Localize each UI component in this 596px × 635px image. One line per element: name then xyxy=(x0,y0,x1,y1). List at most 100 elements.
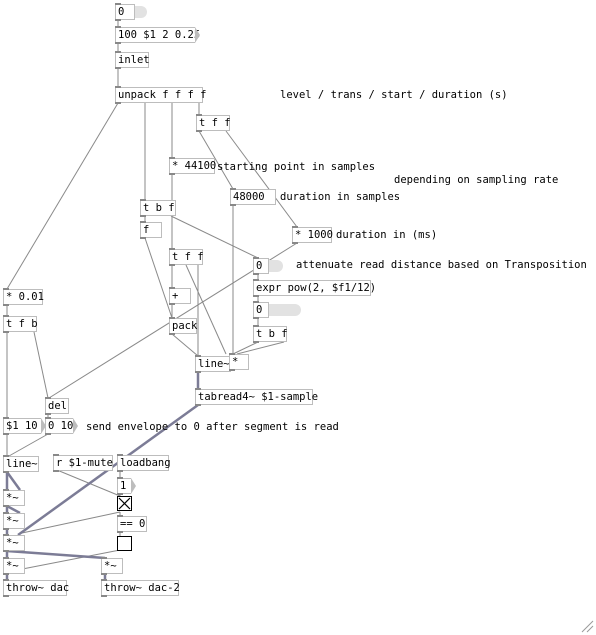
message-box-110[interactable]: $1 10 xyxy=(3,418,46,434)
outlet-port[interactable] xyxy=(229,369,235,371)
number-box-ratio[interactable]: 0 xyxy=(253,302,269,318)
outlet-port[interactable] xyxy=(53,470,59,472)
inlet-port[interactable] xyxy=(3,557,9,559)
object-t-f-b[interactable]: t f b xyxy=(3,316,38,332)
inlet-port[interactable] xyxy=(140,221,146,223)
object-expr[interactable]: expr pow(2, $f1/12) xyxy=(253,280,376,296)
outlet-port[interactable] xyxy=(3,528,9,530)
inlet-port[interactable] xyxy=(3,579,9,581)
inlet-port[interactable] xyxy=(3,489,9,491)
outlet-port[interactable] xyxy=(45,413,51,415)
inlet-port[interactable] xyxy=(169,317,175,319)
object-pack[interactable]: pack xyxy=(169,318,197,334)
inlet-port[interactable] xyxy=(115,86,121,88)
object-unpack[interactable]: unpack f f f f xyxy=(115,87,207,103)
inlet-port[interactable] xyxy=(253,325,259,327)
inlet-port[interactable] xyxy=(3,534,9,536)
outlet-port[interactable] xyxy=(117,531,123,533)
outlet-port[interactable] xyxy=(3,595,9,597)
object-eq-0[interactable]: == 0 xyxy=(117,516,147,532)
outlet-port[interactable] xyxy=(140,215,146,217)
outlet-port[interactable] xyxy=(253,317,259,319)
object-mul-001[interactable]: * 0.01 xyxy=(3,289,44,305)
inlet-port[interactable] xyxy=(229,353,235,355)
inlet-port[interactable] xyxy=(292,226,298,228)
object-t-b-f-2[interactable]: t b f xyxy=(253,326,288,342)
outlet-port[interactable] xyxy=(3,505,9,507)
object-mul-sig-b[interactable]: *~ xyxy=(3,513,25,529)
object-inlet[interactable]: inlet xyxy=(115,52,150,68)
outlet-port[interactable] xyxy=(115,102,121,104)
inlet-port[interactable] xyxy=(115,51,121,53)
outlet-port[interactable] xyxy=(169,264,175,266)
outlet-port[interactable] xyxy=(115,42,121,44)
inlet-port[interactable] xyxy=(3,512,9,514)
object-mul-sig-e[interactable]: *~ xyxy=(101,558,123,574)
message-box-100[interactable]: 100 $1 2 0.25 xyxy=(115,27,200,43)
object-r-mute[interactable]: r $1-mute xyxy=(53,455,113,471)
outlet-port[interactable] xyxy=(117,470,123,472)
inlet-port[interactable] xyxy=(117,454,123,456)
outlet-port[interactable] xyxy=(3,471,9,473)
bang-output[interactable] xyxy=(117,536,132,551)
object-plus[interactable]: + xyxy=(169,288,191,304)
inlet-port[interactable] xyxy=(169,287,175,289)
inlet-port[interactable] xyxy=(169,157,175,159)
object-mul-1000[interactable]: * 1000 xyxy=(292,227,333,243)
object-t-f-f-1[interactable]: t f f xyxy=(196,115,231,131)
inlet-port[interactable] xyxy=(230,188,236,190)
inlet-port[interactable] xyxy=(101,557,107,559)
outlet-port[interactable] xyxy=(253,341,259,343)
inlet-port[interactable] xyxy=(195,388,201,390)
outlet-port[interactable] xyxy=(45,433,51,435)
outlet-port[interactable] xyxy=(3,304,9,306)
object-line-sig[interactable]: line~ xyxy=(195,356,231,372)
inlet-port[interactable] xyxy=(253,301,259,303)
outlet-port[interactable] xyxy=(196,130,202,132)
outlet-port[interactable] xyxy=(253,273,259,275)
outlet-port[interactable] xyxy=(101,595,107,597)
object-mul-sig-a[interactable]: *~ xyxy=(3,490,25,506)
outlet-port[interactable] xyxy=(3,433,9,435)
outlet-port[interactable] xyxy=(117,493,123,495)
object-throw-dac[interactable]: throw~ dac xyxy=(3,580,69,596)
object-mul-sig-d[interactable]: *~ xyxy=(3,558,25,574)
number-box-transpose[interactable]: 0 xyxy=(253,258,269,274)
object-48000[interactable]: 48000 xyxy=(230,189,276,205)
outlet-port[interactable] xyxy=(169,333,175,335)
object-loadbang[interactable]: loadbang xyxy=(117,455,171,471)
inlet-port[interactable] xyxy=(195,355,201,357)
inlet-port[interactable] xyxy=(45,417,51,419)
outlet-port[interactable] xyxy=(3,331,9,333)
outlet-port[interactable] xyxy=(169,173,175,175)
object-star[interactable]: * xyxy=(229,354,249,370)
outlet-port[interactable] xyxy=(140,237,146,239)
outlet-port[interactable] xyxy=(115,19,121,21)
number-box-input[interactable]: 0 xyxy=(115,4,135,20)
mute-toggle[interactable] xyxy=(117,496,132,511)
inlet-port[interactable] xyxy=(3,417,9,419)
inlet-port[interactable] xyxy=(115,26,121,28)
object-t-b-f-1[interactable]: t b f xyxy=(140,200,176,216)
outlet-port[interactable] xyxy=(3,573,9,575)
inlet-port[interactable] xyxy=(53,454,59,456)
outlet-port[interactable] xyxy=(292,242,298,244)
inlet-port[interactable] xyxy=(101,579,107,581)
outlet-port[interactable] xyxy=(253,295,259,297)
inlet-port[interactable] xyxy=(3,455,9,457)
outlet-port[interactable] xyxy=(3,550,9,552)
outlet-port[interactable] xyxy=(115,67,121,69)
inlet-port[interactable] xyxy=(117,477,123,479)
message-box-1[interactable]: 1 xyxy=(117,478,136,494)
outlet-port[interactable] xyxy=(195,404,201,406)
object-mul-sig-c[interactable]: *~ xyxy=(3,535,25,551)
inlet-port[interactable] xyxy=(117,515,123,517)
object-line2[interactable]: line~ xyxy=(3,456,39,472)
object-mul-44100[interactable]: * 44100 xyxy=(169,158,216,174)
outlet-port[interactable] xyxy=(101,573,107,575)
resize-grip-icon[interactable] xyxy=(580,619,594,633)
object-throw-dac-2[interactable]: throw~ dac-2 xyxy=(101,580,180,596)
outlet-port[interactable] xyxy=(195,371,201,373)
object-t-f-f-2[interactable]: t f f xyxy=(169,249,204,265)
inlet-port[interactable] xyxy=(169,248,175,250)
